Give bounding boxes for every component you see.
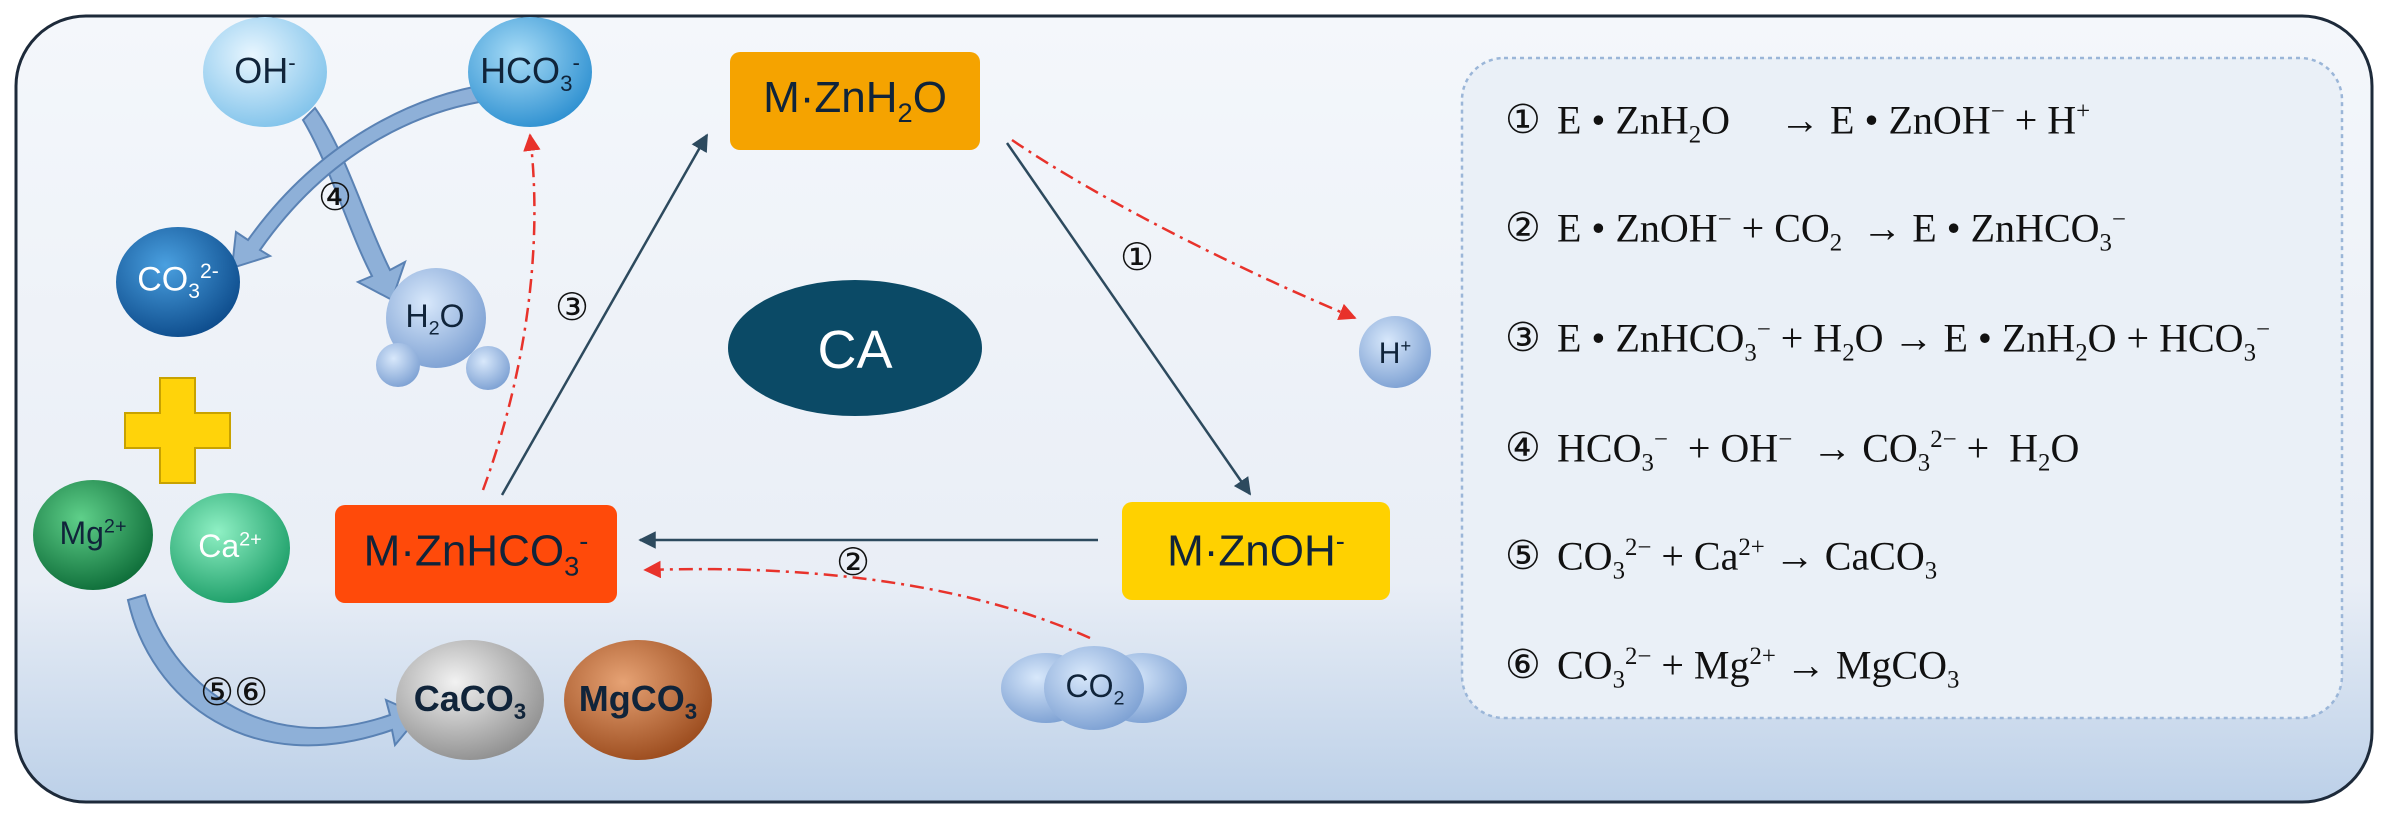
ca-label: CA <box>817 320 893 380</box>
mgco3-label: MgCO3 <box>578 678 698 725</box>
oh-label: OH- <box>234 50 296 91</box>
zn-oh-label: M·ZnOH- <box>1167 525 1345 576</box>
red-arrow-from-co2 <box>643 560 1091 640</box>
equation-3-number: ③ <box>1505 315 1541 361</box>
arrow-step3 <box>500 133 709 496</box>
zn-hco3-box: M·ZnHCO3- <box>335 505 617 603</box>
zn-hco3-label: M·ZnHCO3- <box>363 525 589 582</box>
co2-molecule <box>1001 646 1187 730</box>
curved-arrow-hco3-to-co3 <box>230 82 494 270</box>
step-marker-2: ② <box>836 540 871 584</box>
curved-arrow-ions-to-carbonates <box>126 593 422 748</box>
oh-sphere <box>203 17 327 127</box>
hco3-sphere <box>468 17 592 127</box>
step-marker-1: ① <box>1120 235 1155 279</box>
co3-label: CO32- <box>137 260 219 304</box>
h-plus-label: H+ <box>1378 335 1412 370</box>
step-marker-4: ④ <box>318 175 353 219</box>
equation-1-number: ① <box>1505 97 1541 143</box>
h-plus-sphere <box>1359 316 1431 388</box>
co2-label: CO2 <box>1065 668 1125 710</box>
plus-sign <box>124 377 231 484</box>
hco3-label: HCO3- <box>480 50 580 97</box>
equation-panel <box>1460 56 2344 720</box>
equation-2-number: ② <box>1505 205 1541 251</box>
mgco3-sphere <box>564 640 712 760</box>
equation-6-number: ⑥ <box>1505 642 1541 688</box>
equation-4-number: ④ <box>1505 425 1541 471</box>
mg-sphere <box>33 480 153 590</box>
ca-sphere <box>170 493 290 603</box>
ca-ellipse <box>728 280 982 416</box>
arrow-step1 <box>1005 142 1252 496</box>
caco3-sphere <box>396 640 544 760</box>
h2o-label: H2O <box>405 298 465 340</box>
red-arrow-to-hco3 <box>481 133 541 491</box>
step-marker-3: ③ <box>555 285 590 329</box>
zn-oh-box: M·ZnOH- <box>1122 502 1390 600</box>
co3-sphere <box>116 227 240 337</box>
step-marker-56: ⑤⑥ <box>200 670 269 714</box>
ca-ion-label: Ca2+ <box>198 528 262 564</box>
zn-h2o-label: M·ZnH2O <box>763 73 947 128</box>
mg-label: Mg2+ <box>59 515 127 551</box>
caco3-label: CaCO3 <box>413 678 527 725</box>
zn-h2o-box: M·ZnH2O <box>730 52 980 150</box>
red-arrow-to-hplus <box>1011 138 1357 321</box>
h2o-molecule <box>376 268 510 390</box>
equation-5-number: ⑤ <box>1505 533 1541 579</box>
